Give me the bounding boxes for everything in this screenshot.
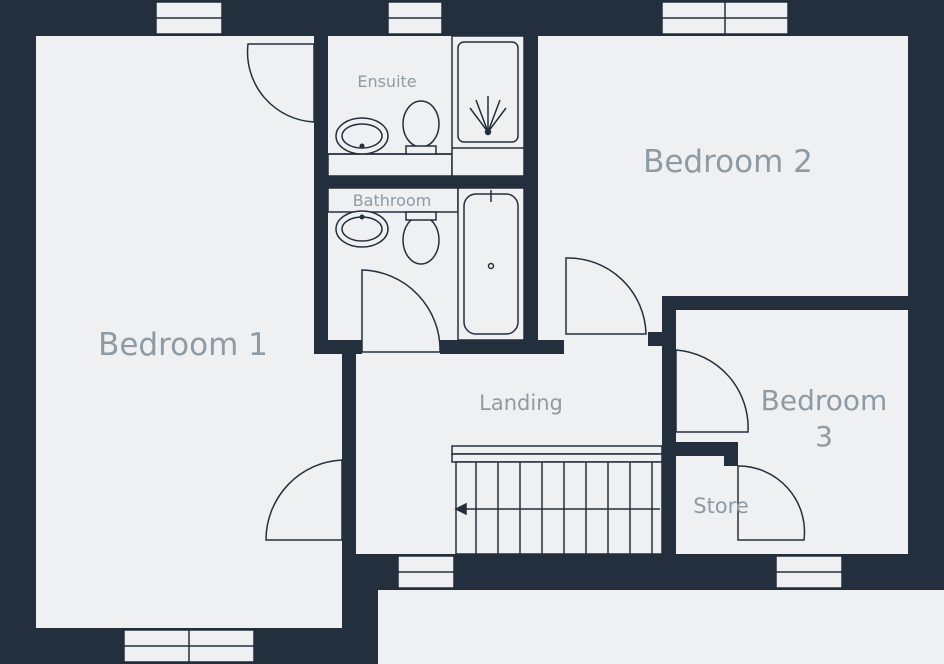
label-ensuite: Ensuite (357, 72, 416, 91)
wall-store-right (724, 442, 738, 466)
ensuite-counter (327, 153, 453, 177)
wall-bedroom1-bath (314, 36, 328, 354)
wall-bed3-left (662, 296, 676, 346)
bathroom-counter (327, 187, 459, 213)
shower-tray (457, 41, 519, 143)
wall-bath-bed2 (524, 36, 538, 346)
wall-landing-left (342, 340, 356, 460)
window-bedroom1-bottom (123, 629, 255, 663)
bathroom-toilet (402, 215, 440, 265)
window-bedroom1-top (155, 1, 223, 35)
label-landing: Landing (479, 391, 563, 415)
doors (246, 43, 806, 541)
shower-icon (469, 96, 507, 133)
room-labels: Bedroom 1 Bedroom 2 Bedroom 3 Ensuite Ba… (98, 72, 887, 518)
door-ensuite[interactable] (246, 43, 315, 123)
door-bedroom2[interactable] (565, 257, 647, 335)
windows (123, 1, 843, 663)
ensuite-toilet (402, 100, 440, 148)
window-landing (397, 555, 455, 589)
window-bedroom2 (661, 1, 789, 35)
door-bedroom3[interactable] (675, 349, 749, 433)
label-bedroom1: Bedroom 1 (98, 327, 268, 363)
door-store[interactable] (737, 465, 806, 541)
bedroom1-notch (36, 36, 314, 46)
ensuite-fixtures (327, 35, 525, 177)
staircase (451, 445, 663, 555)
window-bedroom3 (775, 555, 843, 589)
stair-arrow-icon (454, 502, 467, 516)
bedroom2-floor (538, 36, 908, 296)
store-floor (676, 456, 736, 554)
stair-handrail (451, 445, 663, 455)
stair-flight (455, 461, 663, 555)
label-bathroom: Bathroom (353, 191, 432, 210)
wall-bed2-bed3 (662, 296, 908, 310)
label-bedroom3-line2: 3 (815, 420, 833, 453)
wall-store-top (662, 442, 738, 456)
label-bedroom2: Bedroom 2 (643, 144, 813, 180)
wall-landing-left-low (342, 540, 356, 564)
window-ensuite (387, 1, 443, 35)
outside-area (378, 590, 944, 664)
door-bathroom[interactable] (361, 269, 441, 353)
wall-ensuite-bath (328, 176, 524, 188)
wall-landing-store (662, 432, 676, 554)
wall-bath-bottom (440, 340, 564, 354)
door-bedroom1[interactable] (265, 459, 343, 541)
label-bedroom3-line1: Bedroom (761, 384, 888, 417)
label-store: Store (693, 494, 749, 518)
bathroom-fixtures (327, 187, 525, 341)
stair-handrail-inner (451, 453, 663, 463)
